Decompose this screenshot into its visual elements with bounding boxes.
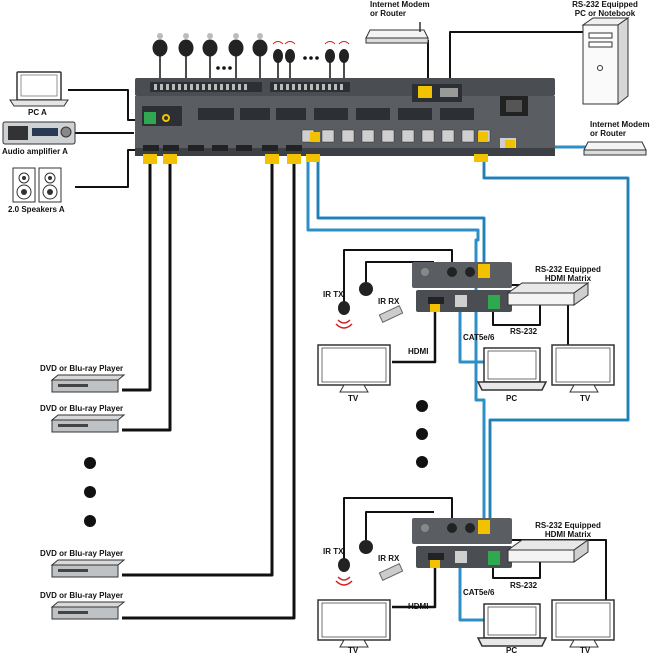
- label-rs232-matrix-1b: HDMI Matrix: [544, 274, 592, 283]
- ir-emitter-icon: [335, 301, 353, 586]
- label-dvd-3: DVD or Blu-ray Player: [40, 549, 124, 558]
- label-ir-tx-1: IR TX: [323, 290, 344, 299]
- label-dvd-1: DVD or Blu-ray Player: [40, 364, 124, 373]
- label-modem-top-1: Internet Modem: [370, 0, 430, 9]
- label-tv-3: TV: [348, 646, 359, 655]
- label-rs232-2: RS-232: [510, 581, 538, 590]
- label-ir-rx-2: IR RX: [378, 554, 400, 563]
- receiver-unit-1: [412, 262, 512, 312]
- label-hdmi-2: HDMI: [408, 602, 429, 611]
- label-ir-tx-2: IR TX: [323, 547, 344, 556]
- label-rs232-matrix-1a: RS-232 Equipped: [535, 265, 601, 274]
- speaker-icon: [12, 167, 62, 203]
- label-cat-1: CAT5e/6: [463, 333, 495, 342]
- label-rs232-pc-1: RS-232 Equipped: [572, 0, 638, 9]
- receiver-unit-2: [412, 518, 512, 568]
- ir-emitter-icon: [152, 39, 268, 57]
- label-modem-right-2: or Router: [590, 129, 626, 138]
- label-cat-2: CAT5e/6: [463, 588, 495, 597]
- hdmi-matrix-icon: [506, 282, 590, 563]
- label-rs232-1: RS-232: [510, 327, 538, 336]
- label-tv-1: TV: [348, 394, 359, 403]
- label-ir-rx-1: IR RX: [378, 297, 400, 306]
- router-icon: [365, 22, 429, 44]
- matrix-switcher: [135, 78, 555, 164]
- label-tv-2: TV: [580, 394, 591, 403]
- blue-cables: [306, 140, 630, 518]
- ir-receiver-icon: [273, 49, 349, 63]
- label-speakers-a: 2.0 Speakers A: [8, 205, 65, 214]
- laptop-icon: [476, 347, 548, 647]
- label-modem-right-1: Internet Modem: [590, 120, 650, 129]
- label-pc-a: PC A: [28, 108, 47, 117]
- pc-tower-icon: [581, 17, 630, 106]
- label-dvd-2: DVD or Blu-ray Player: [40, 404, 124, 413]
- ellipsis-dots-icon: [216, 56, 319, 70]
- label-rs232-pc-2: PC or Notebook: [574, 9, 636, 18]
- tv-icon: [317, 344, 615, 648]
- label-rs232-matrix-2b: HDMI Matrix: [544, 530, 592, 539]
- label-rs232-matrix-2a: RS-232 Equipped: [535, 521, 601, 530]
- label-dvd-4: DVD or Blu-ray Player: [40, 591, 124, 600]
- label-hdmi-1: HDMI: [408, 347, 429, 356]
- label-pc-1: PC: [506, 394, 518, 403]
- laptop-icon: [9, 71, 69, 107]
- label-pc-2: PC: [506, 646, 518, 655]
- ellipsis-dots-icon: [84, 400, 428, 527]
- dvd-player-icon: [50, 374, 126, 620]
- label-tv-4: TV: [580, 646, 591, 655]
- black-cables: [68, 31, 607, 622]
- ir-receiver-icon: [359, 282, 404, 581]
- label-audio-amplifier-a: Audio amplifier A: [2, 147, 68, 156]
- ir-devices-top: [152, 33, 350, 80]
- router-icon: [583, 141, 647, 156]
- label-modem-top-2: or Router: [370, 9, 406, 18]
- amplifier-icon: [2, 121, 76, 145]
